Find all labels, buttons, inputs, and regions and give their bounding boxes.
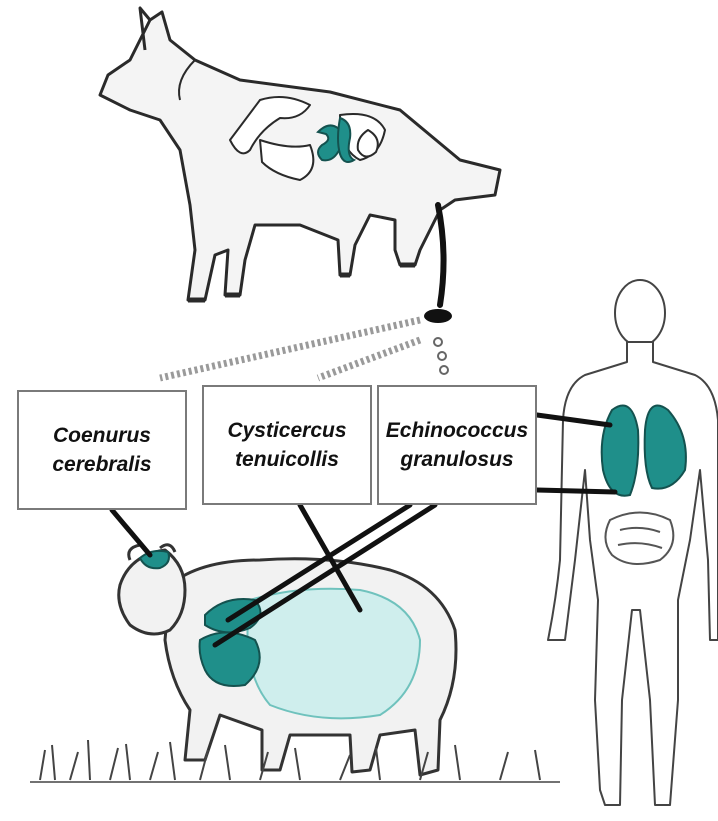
feces-arrow: [438, 205, 444, 305]
cysticercus-tenuicollis-box: Cysticercus tenuicollis: [202, 385, 372, 505]
coenurus-cerebralis-label: Coenurus cerebralis: [52, 421, 151, 479]
echinococcus-granulosus-box: Echinococcus granulosus: [377, 385, 537, 505]
egg-chain: [434, 338, 448, 374]
cysticercus-tenuicollis-label: Cysticercus tenuicollis: [227, 416, 346, 474]
dispersal-arrows: [160, 320, 420, 378]
sheep-lung-liver-cysts: [200, 599, 261, 686]
dog-icon: [100, 8, 500, 300]
tapeworm-egg-icon: [424, 309, 452, 323]
coenurus-cerebralis-box: Coenurus cerebralis: [17, 390, 187, 510]
grass: [30, 740, 560, 782]
echinococcus-granulosus-label: Echinococcus granulosus: [386, 416, 528, 474]
